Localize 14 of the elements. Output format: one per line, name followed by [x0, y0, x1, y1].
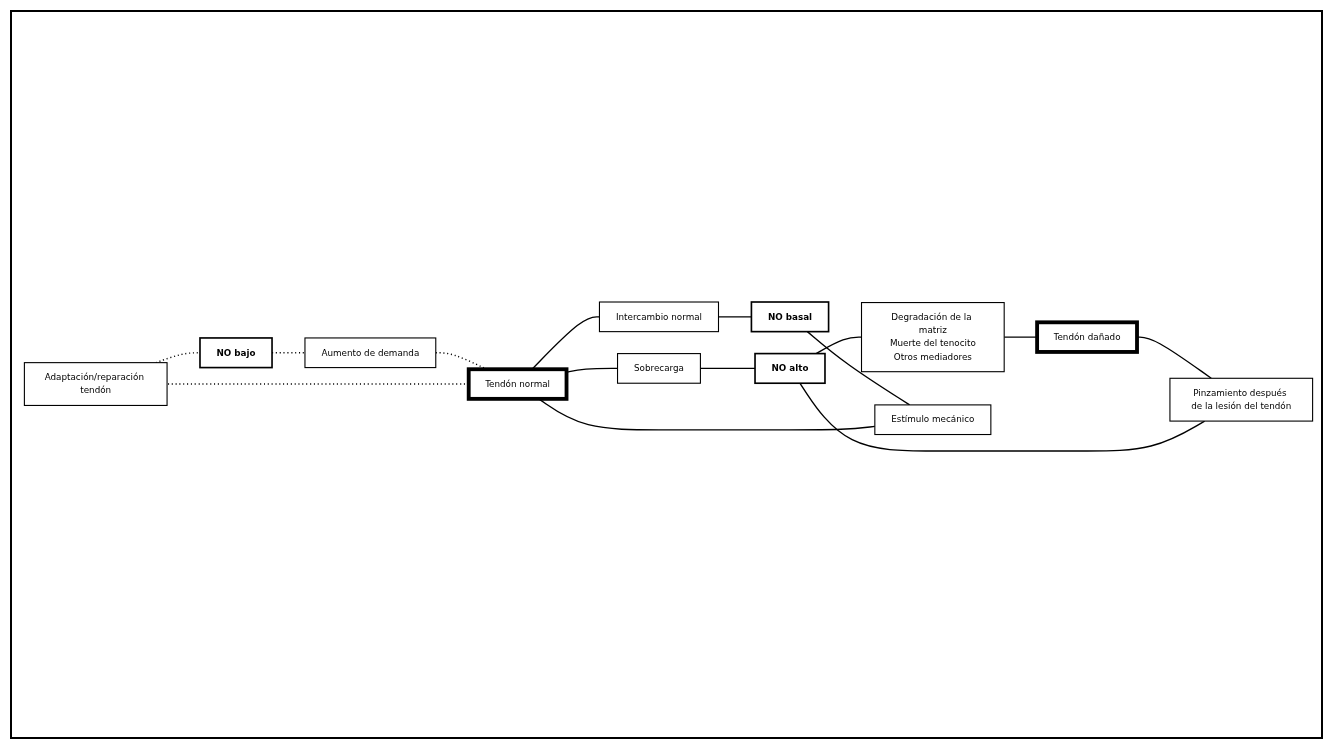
node-box: Intercambio normal: [598, 301, 720, 333]
node-box: Tendón dañado: [1035, 320, 1139, 354]
node-box: Aumento de demanda: [304, 337, 437, 369]
node-box: Degradación de la matriz Muerte del tenocito Otros mediadores: [860, 302, 1005, 373]
node-box: Sobrecarga: [617, 353, 701, 384]
node-box: Estímulo mecánico: [874, 404, 992, 436]
node-box: NO alto: [754, 352, 826, 385]
node-box: Pinzamiento después de la lesión del tendón: [1169, 377, 1314, 422]
connector: [806, 330, 911, 406]
node-box: NO basal: [750, 301, 830, 333]
node-box: Tendón normal: [466, 367, 569, 401]
connector: [799, 382, 1206, 452]
node-box: NO bajo: [199, 337, 273, 369]
node-box: Adaptación/reparación tendón: [23, 362, 168, 406]
